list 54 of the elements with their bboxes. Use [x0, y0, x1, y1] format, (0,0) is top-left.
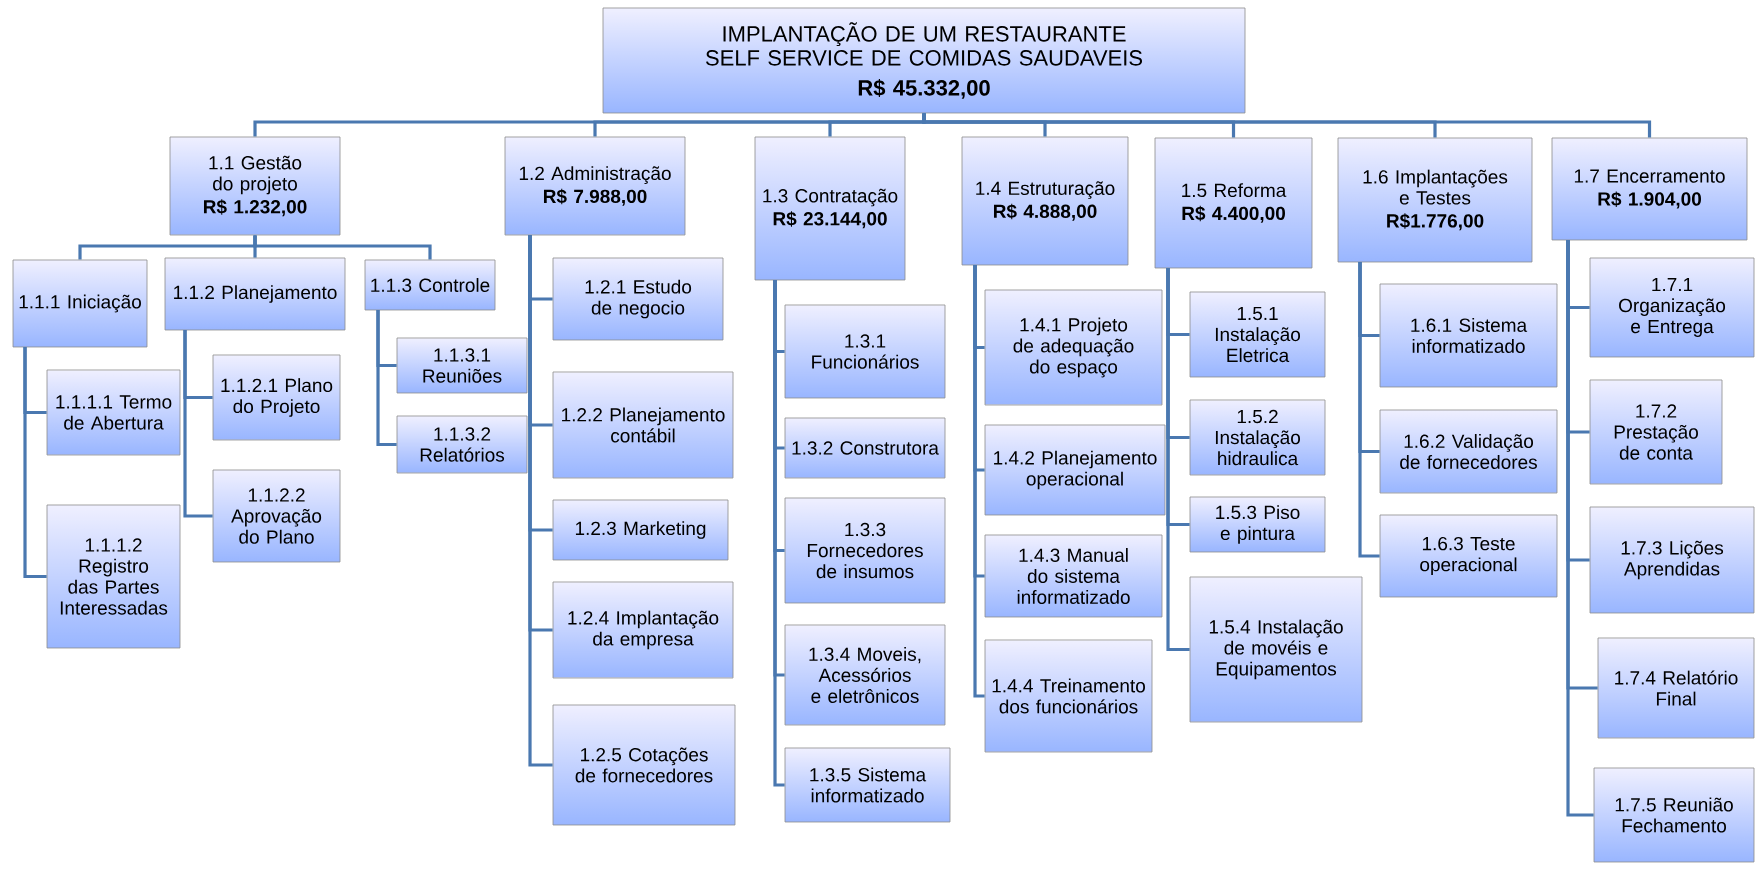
connector-line [23, 347, 47, 579]
wbs-box: 1.5 Reforma R$ 4.400,00 [1154, 137, 1313, 269]
connector-line [376, 310, 397, 447]
wbs-box: 1.1.2.2 Aprovação do Plano [212, 469, 341, 563]
wbs-box: 1.6 Implantações e Testes R$1.776,00 [1337, 137, 1533, 263]
connector-line [1166, 268, 1190, 652]
wbs-box: 1.2.4 Implantação da empresa [552, 581, 734, 679]
wbs-box: 1.4.2 Planejamento operacional [984, 424, 1166, 516]
wbs-box: 1.1.2.1 Plano do Projeto [212, 354, 341, 441]
wbs-box: 1.3.2 Construtora [784, 417, 946, 479]
wbs-box: 1.1.1 Iniciação [12, 259, 148, 348]
connector-line [1566, 240, 1594, 817]
wbs-box: 1.3.1 Funcionários [784, 304, 946, 399]
wbs-box: 1.7.2 Prestação de conta [1589, 379, 1723, 485]
wbs-box: 1.1.1.2 Registro das Partes Interessadas [46, 504, 181, 649]
wbs-box: 1.5.1 Instalação Eletrica [1189, 291, 1326, 378]
wbs-box: 1.7.5 Reunião Fechamento [1593, 767, 1755, 863]
project-box: IMPLANTAÇÃO DE UM RESTAURANTE SELF SERVICE DE COMIDAS SAUDAVEIS R$ 45.332,00 [602, 7, 1246, 114]
wbs-box: 1.2 Administração R$ 7.988,00 [504, 136, 686, 236]
connector-line [183, 330, 213, 518]
wbs-box: 1.2.2 Planejamento contábil [552, 371, 734, 479]
wbs-box: 1.6.2 Validação de fornecedores [1379, 409, 1558, 494]
connector-line [922, 113, 1652, 138]
wbs-box: 1.1.1.1 Termo de Abertura [46, 369, 181, 456]
wbs-box: 1.2.3 Marketing [552, 499, 729, 561]
wbs-box: 1.4.1 Projeto de adequação do espaço [984, 289, 1163, 406]
wbs-box: 1.1.3 Controle [364, 259, 496, 311]
connector-line [1358, 262, 1380, 558]
connector-line [253, 235, 432, 260]
wbs-box: 1.1.3.2 Relatórios [396, 415, 528, 474]
connector-line [528, 235, 553, 767]
wbs-box: 1.5.4 Instalação de movéis e Equipamentos [1189, 576, 1363, 723]
wbs-box: 1.4 Estruturação R$ 4.888,00 [961, 136, 1129, 266]
wbs-box: 1.3.4 Moveis, Acessórios e eletrônicos [784, 624, 946, 726]
wbs-box: 1.7 Encerramento R$ 1.904,00 [1551, 137, 1748, 241]
wbs-box: 1.7.1 Organização e Entrega [1589, 257, 1755, 358]
wbs-box: 1.6.3 Teste operacional [1379, 514, 1558, 598]
wbs-box: 1.1 Gestão do projeto R$ 1.232,00 [169, 136, 341, 236]
wbs-box: 1.1.2 Planejamento [164, 257, 346, 331]
wbs-box: 1.4.3 Manual do sistema informatizado [984, 534, 1163, 618]
wbs-box: 1.5.3 Piso e pintura [1189, 496, 1326, 553]
connector-line [973, 265, 985, 698]
wbs-box: 1.1.3.1 Reuniões [396, 337, 528, 394]
wbs-box: 1.3.3 Fornecedores de insumos [784, 497, 946, 604]
wbs-box: 1.3 Contratação R$ 23.144,00 [754, 136, 906, 281]
wbs-box: 1.5.2 Instalação hidraulica [1189, 399, 1326, 476]
wbs-box: 1.3.5 Sistema informatizado [784, 747, 951, 823]
wbs-box: 1.2.5 Cotações de fornecedores [552, 704, 736, 826]
wbs-box: 1.2.1 Estudo de negocio [552, 257, 724, 341]
wbs-box: 1.7.4 Relatório Final [1597, 637, 1755, 739]
wbs-box: 1.6.1 Sistema informatizado [1379, 283, 1558, 388]
wbs-box: 1.4.4 Treinamento dos funcionários [984, 639, 1153, 753]
connector-line [773, 280, 785, 787]
wbs-box: 1.7.3 Lições Aprendidas [1589, 506, 1755, 614]
